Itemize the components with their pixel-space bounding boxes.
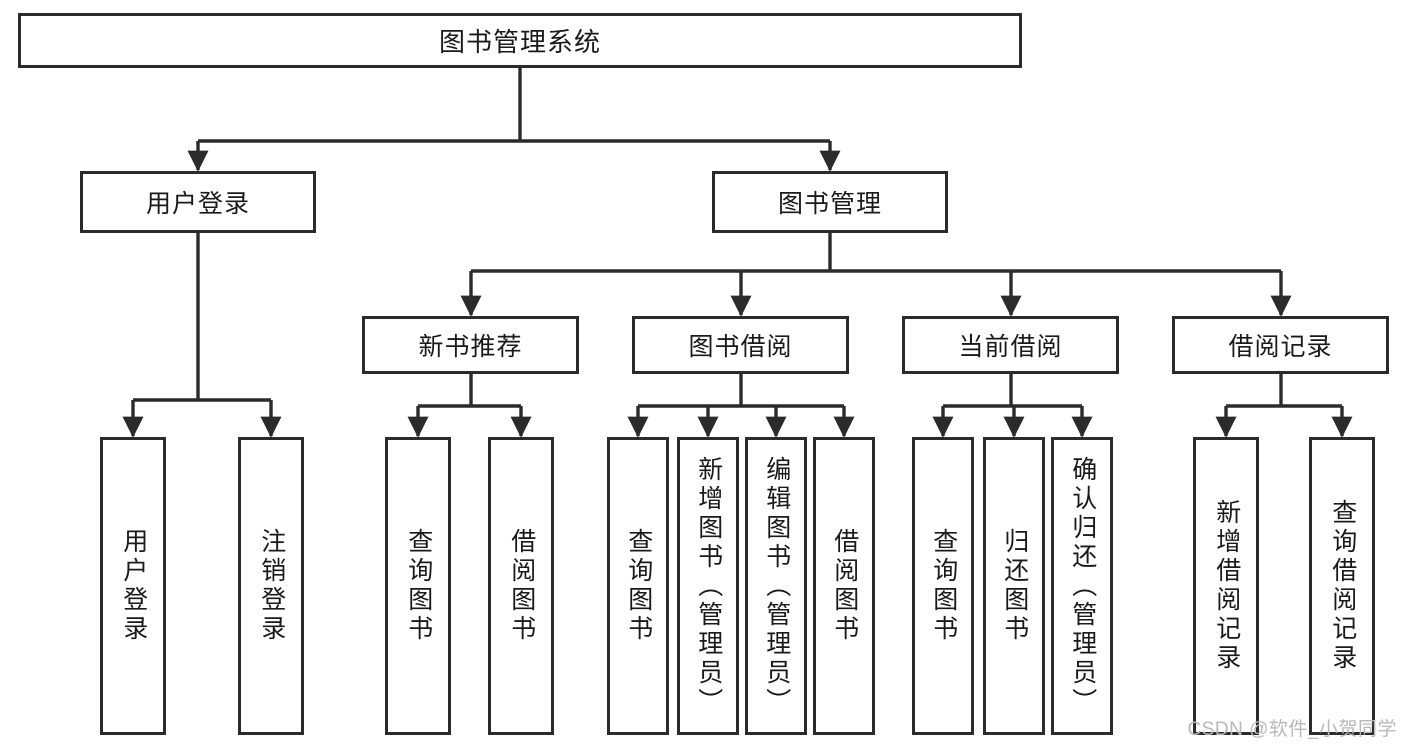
node-lf6[interactable]: 新增图书（管理员） [677, 437, 739, 735]
node-lf1[interactable]: 用户登录 [100, 437, 166, 735]
node-label: 借阅图书 [507, 528, 536, 644]
node-l3a[interactable]: 新书推荐 [362, 316, 579, 374]
node-label: 新书推荐 [418, 333, 523, 361]
node-label: 借阅图书 [830, 528, 859, 644]
node-label: 当前借阅 [958, 333, 1063, 361]
node-l2a[interactable]: 用户登录 [80, 171, 316, 233]
node-lf5[interactable]: 查询图书 [607, 437, 669, 735]
node-lf3[interactable]: 查询图书 [385, 437, 451, 735]
node-l3c[interactable]: 当前借阅 [902, 316, 1119, 374]
node-l3b[interactable]: 图书借阅 [632, 316, 849, 374]
node-lf4[interactable]: 借阅图书 [488, 437, 554, 735]
node-lf7[interactable]: 编辑图书（管理员） [745, 437, 807, 735]
node-label: 图书借阅 [688, 333, 793, 361]
node-label: 用户登录 [145, 190, 250, 218]
node-label: 编辑图书（管理员） [762, 455, 791, 717]
node-lf12[interactable]: 新增借阅记录 [1193, 437, 1259, 735]
node-label: 查询图书 [404, 528, 433, 644]
node-lf9[interactable]: 查询图书 [912, 437, 974, 735]
node-lf2[interactable]: 注销登录 [238, 437, 304, 735]
node-lf11[interactable]: 确认归还（管理员） [1051, 437, 1113, 735]
node-lf8[interactable]: 借阅图书 [813, 437, 875, 735]
node-label: 图书管理系统 [438, 27, 601, 57]
node-label: 图书管理 [777, 190, 882, 218]
csdn-watermark: CSDN @软件_小贺同学 [1187, 719, 1397, 740]
node-label: 查询图书 [624, 528, 653, 644]
node-label: 用户登录 [119, 528, 148, 644]
node-l2b[interactable]: 图书管理 [712, 171, 948, 233]
node-lf10[interactable]: 归还图书 [983, 437, 1045, 735]
node-lf13[interactable]: 查询借阅记录 [1309, 437, 1375, 735]
node-label: 查询借阅记录 [1328, 499, 1357, 673]
node-label: 新增借阅记录 [1212, 499, 1241, 673]
node-label: 归还图书 [1000, 528, 1029, 644]
node-l3d[interactable]: 借阅记录 [1172, 316, 1389, 374]
node-label: 新增图书（管理员） [694, 455, 723, 717]
node-label: 注销登录 [257, 528, 286, 644]
node-root[interactable]: 图书管理系统 [18, 13, 1022, 68]
node-label: 查询图书 [929, 528, 958, 644]
node-label: 确认归还（管理员） [1068, 455, 1097, 717]
node-label: 借阅记录 [1228, 333, 1333, 361]
